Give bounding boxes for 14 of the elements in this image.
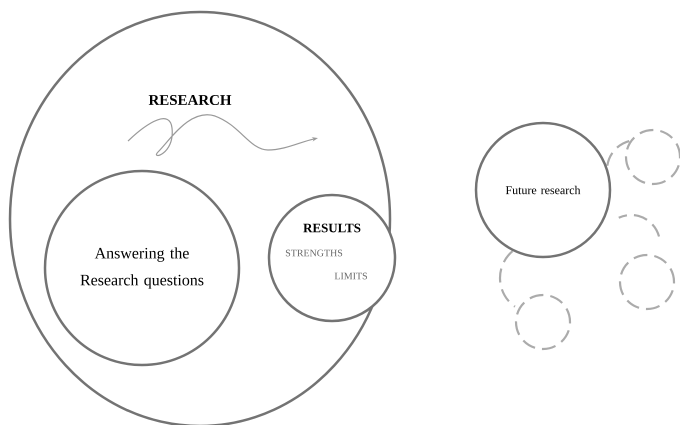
dashed-circle (514, 294, 572, 350)
circle (44, 170, 240, 366)
circle-label: Answering the Research questions (80, 247, 204, 289)
dashed-arc (498, 250, 516, 308)
circle-label: LIMITS (334, 272, 367, 280)
circle-label: STRENGTHS (286, 250, 342, 256)
circle-label: RESULTS (303, 224, 360, 232)
dashed-circle (618, 254, 676, 310)
heading: RESEARCH (148, 95, 232, 106)
circle (474, 122, 612, 258)
dashed-arc (618, 214, 660, 237)
dashed-arc (606, 140, 630, 168)
circle (268, 194, 396, 322)
circle-label: Future research (506, 186, 580, 194)
